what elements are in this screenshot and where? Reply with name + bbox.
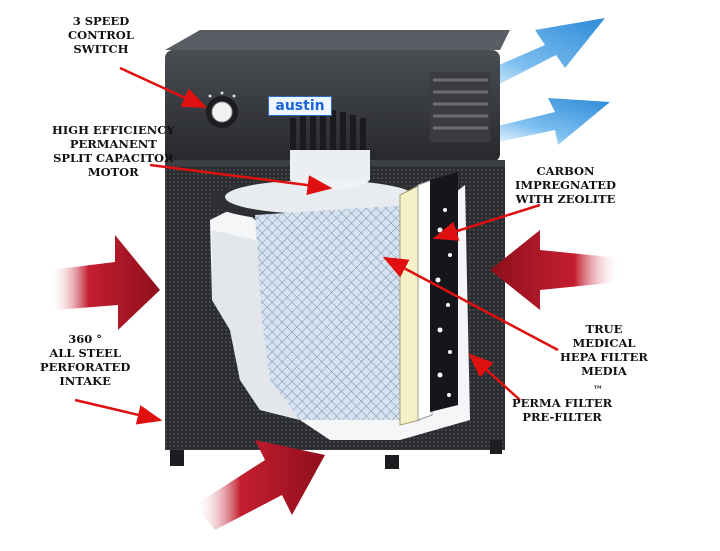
label-line: SPLIT CAPACITOR	[52, 151, 175, 165]
label-line: ALL STEEL	[40, 346, 130, 360]
label-line: PERMA FILTER	[512, 396, 612, 410]
brand-logo: austin	[268, 96, 332, 116]
label-hepa: TRUE MEDICAL HEPA FILTER MEDIA	[560, 322, 648, 378]
label-line: IMPREGNATED	[515, 178, 616, 192]
label-line: HIGH EFFICIENCY	[52, 123, 175, 137]
label-line: CONTROL	[68, 28, 134, 42]
top-housing	[165, 30, 510, 162]
label-line: WITH ZEOLITE	[515, 192, 616, 206]
label-motor: HIGH EFFICIENCY PERMANENT SPLIT CAPACITO…	[52, 123, 175, 179]
label-control-switch: 3 SPEED CONTROL SWITCH	[68, 14, 134, 56]
label-intake: 360 ° ALL STEEL PERFORATED INTAKE	[40, 332, 130, 388]
label-line: PRE-FILTER	[512, 410, 612, 424]
filter-layers	[400, 172, 458, 425]
label-line: CARBON	[515, 164, 616, 178]
label-carbon: CARBON IMPREGNATED WITH ZEOLITE	[515, 164, 616, 206]
label-line: TRUE	[560, 322, 648, 336]
intake-arrow-left	[50, 235, 160, 330]
label-line: PERFORATED	[40, 360, 130, 374]
label-line: 360 °	[40, 332, 130, 346]
label-prefilter: PERMA FILTER PRE-FILTER	[512, 396, 612, 424]
label-line: INTAKE	[40, 374, 130, 388]
label-line: PERMANENT	[52, 137, 175, 151]
control-knob-icon	[206, 92, 238, 129]
label-line: MEDICAL	[560, 336, 648, 350]
label-line: SWITCH	[68, 42, 134, 56]
label-line: 3 SPEED	[68, 14, 134, 28]
intake-arrow-right	[490, 230, 620, 310]
label-line: HEPA FILTER	[560, 350, 648, 364]
label-line: MOTOR	[52, 165, 175, 179]
label-line: MEDIA	[560, 364, 648, 378]
intake-arrow-bottom	[195, 440, 325, 530]
